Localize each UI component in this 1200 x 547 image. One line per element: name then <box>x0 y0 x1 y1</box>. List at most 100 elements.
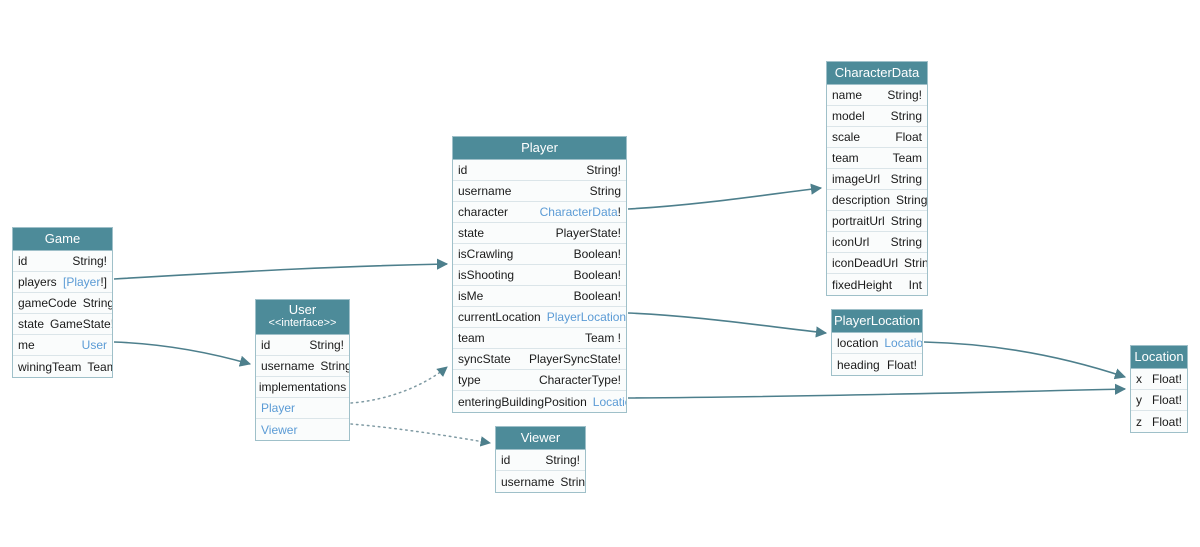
field-name: name <box>832 88 863 102</box>
field-row[interactable]: locationLocation! <box>832 333 922 354</box>
field-type[interactable]: Location! <box>884 336 922 350</box>
implementation-label: Player <box>261 401 296 415</box>
field-name: heading <box>837 357 880 372</box>
entity-stereotype: <<interface>> <box>268 317 337 329</box>
field-name: team <box>832 151 859 165</box>
entity-header-user: User<<interface>> <box>256 300 349 335</box>
field-type: Float! <box>1151 414 1182 429</box>
field-type[interactable]: PlayerLocation! <box>546 310 626 324</box>
entity-playerlocation[interactable]: PlayerLocationlocationLocation! heading Fl… <box>831 309 923 376</box>
field-row[interactable]: username String <box>496 471 585 492</box>
field-row[interactable]: enteringBuildingPositionLocation <box>453 391 626 412</box>
field-type: String <box>890 109 922 123</box>
field-type: String <box>890 172 922 186</box>
field-type[interactable]: CharacterData! <box>539 205 621 219</box>
field-type: Float! <box>886 357 917 372</box>
field-name: id <box>501 453 511 467</box>
field-row[interactable]: heading Float! <box>832 354 922 375</box>
implementation-viewer[interactable]: Viewer <box>256 419 349 440</box>
field-type: Team <box>892 151 922 165</box>
field-row[interactable]: players [Player!] <box>13 272 112 293</box>
entity-header-location: Location <box>1131 346 1187 369</box>
entity-header-player: Player <box>453 137 626 160</box>
field-type: String <box>320 359 349 373</box>
field-name: id <box>458 163 468 177</box>
field-type[interactable]: Location <box>592 394 626 409</box>
field-name: currentLocation <box>458 310 541 324</box>
field-type: String! <box>586 163 621 177</box>
field-type: String <box>890 235 922 249</box>
field-row[interactable]: id String! <box>453 160 626 181</box>
entity-user[interactable]: User<<interface>> id String! username String… <box>255 299 350 441</box>
field-row[interactable]: type CharacterType! <box>453 370 626 391</box>
edge-user-implements-player <box>350 366 448 404</box>
implementation-player[interactable]: Player <box>256 398 349 419</box>
field-type: Int <box>908 277 922 292</box>
field-type: String! <box>309 338 344 352</box>
field-row[interactable]: gameCodeString! <box>13 293 112 314</box>
field-row[interactable]: team Team <box>827 148 927 169</box>
field-type: PlayerState! <box>555 226 621 240</box>
field-type: String <box>890 214 923 228</box>
field-type: Boolean! <box>573 247 621 261</box>
field-type[interactable]: [Player!] <box>62 275 107 289</box>
field-name: syncState <box>458 352 511 366</box>
field-type: String <box>560 474 585 489</box>
field-row[interactable]: isCrawling Boolean! <box>453 244 626 265</box>
field-name: character <box>458 205 509 219</box>
field-row[interactable]: iconUrl String <box>827 232 927 253</box>
field-row[interactable]: character CharacterData! <box>453 202 626 223</box>
entity-header-viewer: Viewer <box>496 427 585 450</box>
field-type: String <box>904 256 927 270</box>
field-type: String <box>589 184 621 198</box>
field-name: username <box>261 359 315 373</box>
field-row[interactable]: iconDeadUrlString <box>827 253 927 274</box>
field-name: isCrawling <box>458 247 514 261</box>
edge-player-currentlocation-to-playerlocation <box>627 312 828 338</box>
field-name: id <box>261 338 271 352</box>
field-row[interactable]: portraitUrl String <box>827 211 927 232</box>
field-row[interactable]: username String <box>256 356 349 377</box>
entity-header-playerlocation: PlayerLocation <box>832 310 922 333</box>
field-type: Team <box>87 359 112 374</box>
field-row[interactable]: currentLocation PlayerLocation! <box>453 307 626 328</box>
field-type: Boolean! <box>573 268 621 282</box>
field-type: String <box>896 193 927 207</box>
field-name: scale <box>832 130 861 144</box>
field-row[interactable]: id String! <box>256 335 349 356</box>
field-type[interactable]: User <box>81 338 107 352</box>
field-name: portraitUrl <box>832 214 885 228</box>
field-name: username <box>501 474 555 489</box>
field-name: iconUrl <box>832 235 870 249</box>
field-name: players <box>18 275 57 289</box>
field-type: Boolean! <box>573 289 621 303</box>
field-name: type <box>458 373 481 387</box>
field-type: CharacterType! <box>538 373 621 387</box>
